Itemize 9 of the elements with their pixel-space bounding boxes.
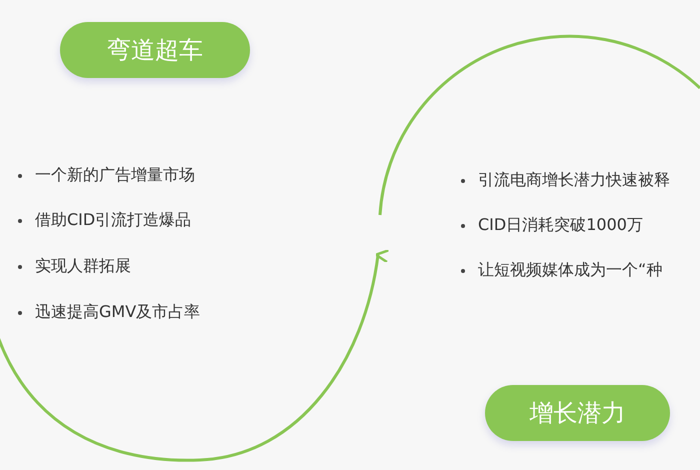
bullet-text: 让短视频媒体成为一个“种 bbox=[478, 260, 662, 281]
bullet-text: 引流电商增长潜力快速被释 bbox=[478, 170, 670, 191]
bullet-text: 迅速提高GMV及市占率 bbox=[35, 302, 200, 323]
bullet-text: 借助CID引流打造爆品 bbox=[35, 210, 192, 231]
bullet-text: 实现人群拓展 bbox=[35, 256, 131, 277]
pill-label: 弯道超车 bbox=[60, 22, 250, 78]
bullet-text: 一个新的广告增量市场 bbox=[35, 165, 195, 186]
pill-label: 增长潜力 bbox=[485, 385, 670, 441]
bullet-text: CID日消耗突破1000万 bbox=[478, 215, 643, 236]
